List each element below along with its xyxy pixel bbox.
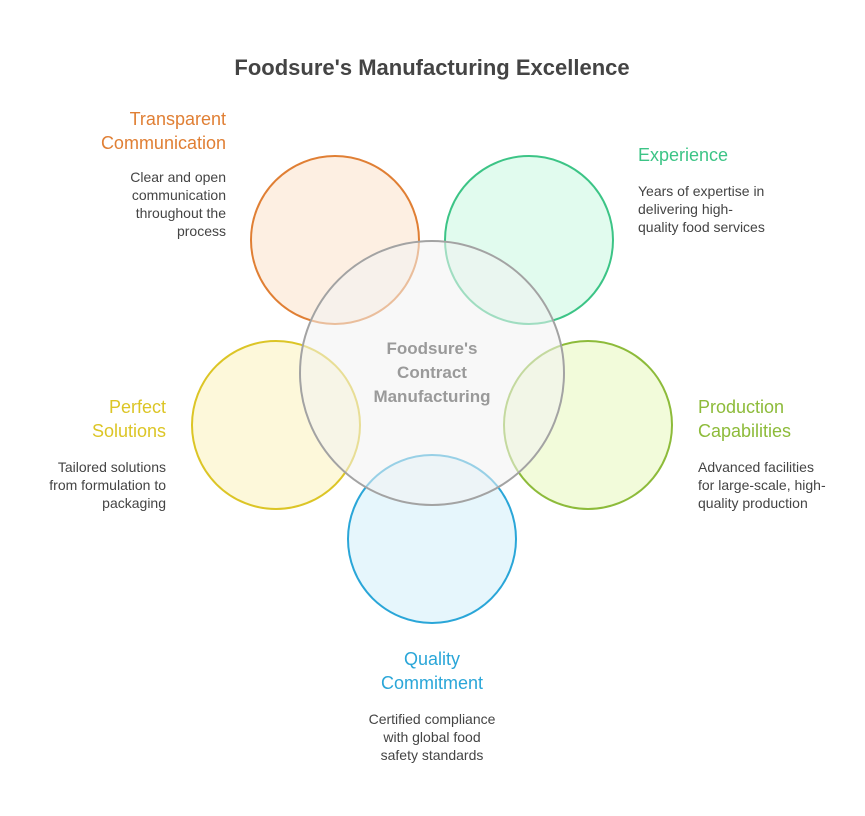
node-desc: Certified compliance: [369, 711, 496, 727]
node-desc: safety standards: [381, 747, 484, 763]
node-production-capabilities: Production Capabilities Advanced facilit…: [698, 397, 826, 511]
node-desc: delivering high-: [638, 201, 733, 217]
node-title: Transparent: [130, 109, 226, 129]
node-title: Experience: [638, 145, 728, 165]
node-title: Production: [698, 397, 784, 417]
node-title: Quality: [404, 649, 460, 669]
node-desc: Years of expertise in: [638, 183, 764, 199]
node-desc: communication: [132, 187, 226, 203]
center-label: Foodsure's Contract Manufacturing: [373, 339, 490, 406]
node-title: Capabilities: [698, 421, 791, 441]
center-line: Manufacturing: [373, 387, 490, 406]
center-line: Contract: [397, 363, 467, 382]
node-title: Perfect: [109, 397, 166, 417]
node-title: Solutions: [92, 421, 166, 441]
node-desc: process: [177, 223, 226, 239]
center-line: Foodsure's: [387, 339, 478, 358]
node-transparent-communication: Transparent Communication Clear and open…: [101, 109, 226, 239]
node-desc: throughout the: [136, 205, 227, 221]
node-desc: quality food services: [638, 219, 765, 235]
node-title: Commitment: [381, 673, 483, 693]
node-desc: packaging: [102, 495, 166, 511]
node-perfect-solutions: Perfect Solutions Tailored solutions fro…: [49, 397, 166, 511]
node-experience: Experience Years of expertise in deliver…: [638, 145, 765, 235]
node-quality-commitment: Quality Commitment Certified compliance …: [369, 649, 496, 763]
node-desc: from formulation to: [49, 477, 166, 493]
node-desc: Tailored solutions: [58, 459, 166, 475]
node-title: Communication: [101, 133, 226, 153]
node-desc: quality production: [698, 495, 808, 511]
node-desc: for large-scale, high-: [698, 477, 826, 493]
node-desc: Advanced facilities: [698, 459, 814, 475]
diagram-title: Foodsure's Manufacturing Excellence: [234, 55, 629, 80]
node-desc: with global food: [382, 729, 480, 745]
node-desc: Clear and open: [130, 169, 226, 185]
circle-center: [299, 240, 565, 506]
